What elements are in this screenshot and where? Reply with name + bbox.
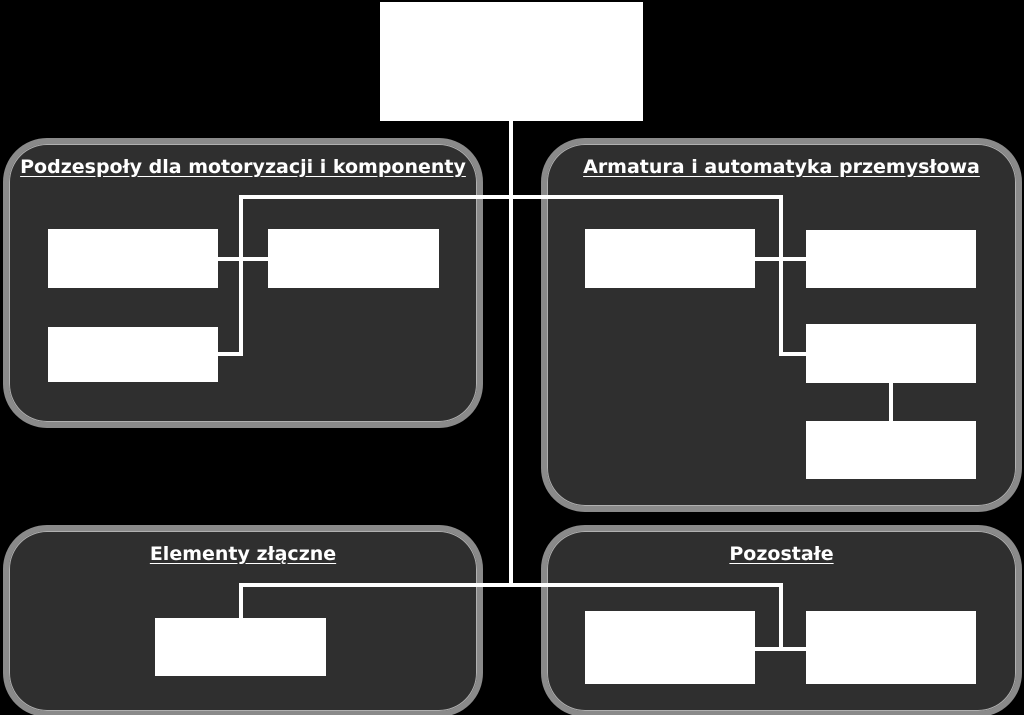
panel-title-other: Pozostałe bbox=[729, 543, 834, 565]
industrial-box-2 bbox=[806, 230, 976, 288]
panel-title-automotive: Podzespoły dla motoryzacji i komponenty bbox=[20, 156, 466, 178]
industrial-box-3 bbox=[806, 324, 976, 383]
fasteners-box-1 bbox=[155, 618, 326, 676]
other-box-2 bbox=[806, 611, 976, 684]
automotive-box-3 bbox=[48, 327, 218, 382]
automotive-box-1 bbox=[48, 229, 218, 288]
panel-title-industrial: Armatura i automatyka przemysłowa bbox=[583, 156, 980, 178]
automotive-box-2 bbox=[268, 229, 439, 288]
industrial-box-4 bbox=[806, 421, 976, 479]
industrial-box-1 bbox=[585, 229, 755, 288]
panel-title-fasteners: Elementy złączne bbox=[149, 543, 337, 565]
other-box-1 bbox=[585, 611, 755, 684]
root-box bbox=[380, 2, 643, 121]
